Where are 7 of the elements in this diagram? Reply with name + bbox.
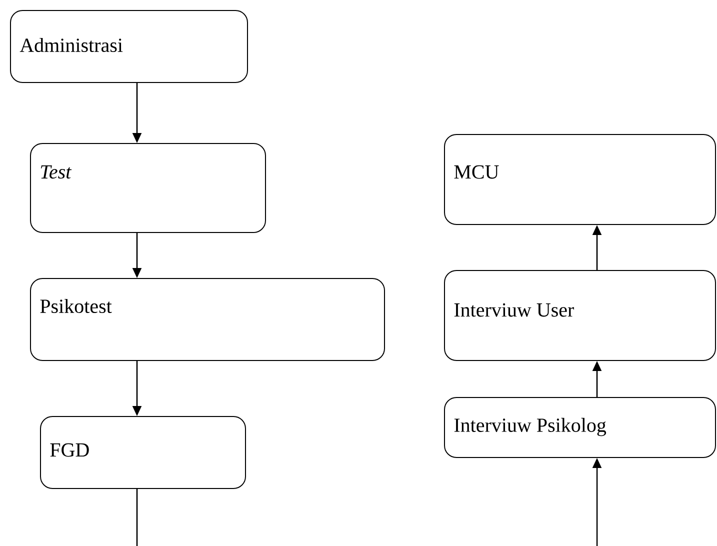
process-box: FGD: [40, 416, 246, 489]
process-box: MCU: [444, 134, 716, 225]
process-box: Test: [30, 143, 266, 233]
process-box: Interviuw Psikolog: [444, 397, 716, 458]
process-box: Psikotest: [30, 278, 385, 361]
process-box: Administrasi: [10, 10, 248, 83]
process-box: Interviuw User: [444, 270, 716, 361]
